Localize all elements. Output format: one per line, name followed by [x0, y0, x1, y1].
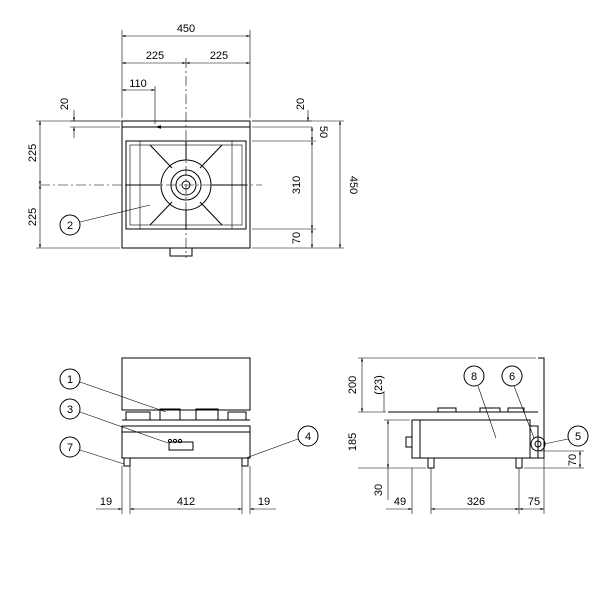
dim-width-right: 225 [210, 50, 228, 62]
svg-text:2: 2 [67, 220, 73, 232]
side-back-plate [538, 357, 545, 459]
callout-3 [59, 398, 81, 420]
callout-5 [567, 425, 589, 447]
svg-text:4: 4 [305, 431, 311, 443]
callout-1 [59, 368, 81, 390]
back-panel [121, 357, 251, 411]
dim-width-left: 225 [146, 50, 164, 62]
callout-7 [59, 436, 81, 458]
dim-depth-lower: 225 [27, 208, 39, 226]
dim-rail-left: 20 [59, 98, 71, 110]
dim-leg-left: 19 [100, 496, 112, 508]
dim-back-height: 200 [347, 376, 359, 394]
dim-depth-back: 50 [317, 126, 329, 138]
front-leg-left [123, 457, 131, 467]
dim-body-depth: 326 [467, 496, 485, 508]
side-view: 200 (23) 185 30 70 49 326 75 8 6 5 [347, 357, 589, 514]
callout-4 [297, 425, 319, 447]
svg-text:5: 5 [575, 431, 581, 443]
dim-burner-offset: 110 [129, 78, 147, 90]
dim-rear-offset: 75 [528, 496, 540, 508]
dim-grate-height: (23) [373, 375, 385, 395]
top-view: 450 225 225 110 20 20 225 225 50 3 [27, 23, 359, 258]
dim-connector-height: 70 [567, 454, 579, 466]
dim-depth-overall: 450 [347, 176, 359, 194]
side-leg-front [427, 457, 435, 469]
dim-front-offset: 49 [394, 496, 406, 508]
svg-text:1: 1 [67, 374, 73, 386]
dim-width-overall: 450 [177, 23, 195, 35]
svg-text:3: 3 [67, 404, 73, 416]
dim-between-legs: 412 [177, 496, 195, 508]
front-body [121, 425, 251, 459]
svg-text:6: 6 [509, 371, 515, 383]
dim-rail-right: 20 [295, 98, 307, 110]
side-knob [405, 436, 413, 448]
callout-6 [501, 365, 523, 387]
front-grate [125, 408, 247, 420]
dim-depth-front: 70 [291, 232, 303, 244]
dim-body-height: 185 [347, 433, 359, 451]
front-view: 19 412 19 1 3 7 4 [59, 357, 319, 514]
dim-leg-height: 30 [373, 484, 385, 496]
side-grate [437, 407, 525, 412]
dim-depth-grate: 310 [291, 176, 303, 194]
svg-text:7: 7 [67, 442, 73, 454]
side-body [419, 419, 531, 459]
svg-text:8: 8 [471, 371, 477, 383]
side-leg-rear [515, 457, 523, 469]
callout-8 [463, 365, 485, 387]
front-knob [168, 441, 194, 451]
top-knob [169, 247, 193, 257]
front-leg-right [241, 457, 249, 467]
callout-2 [59, 214, 81, 236]
dim-depth-upper: 225 [27, 144, 39, 162]
dim-leg-right: 19 [258, 496, 270, 508]
